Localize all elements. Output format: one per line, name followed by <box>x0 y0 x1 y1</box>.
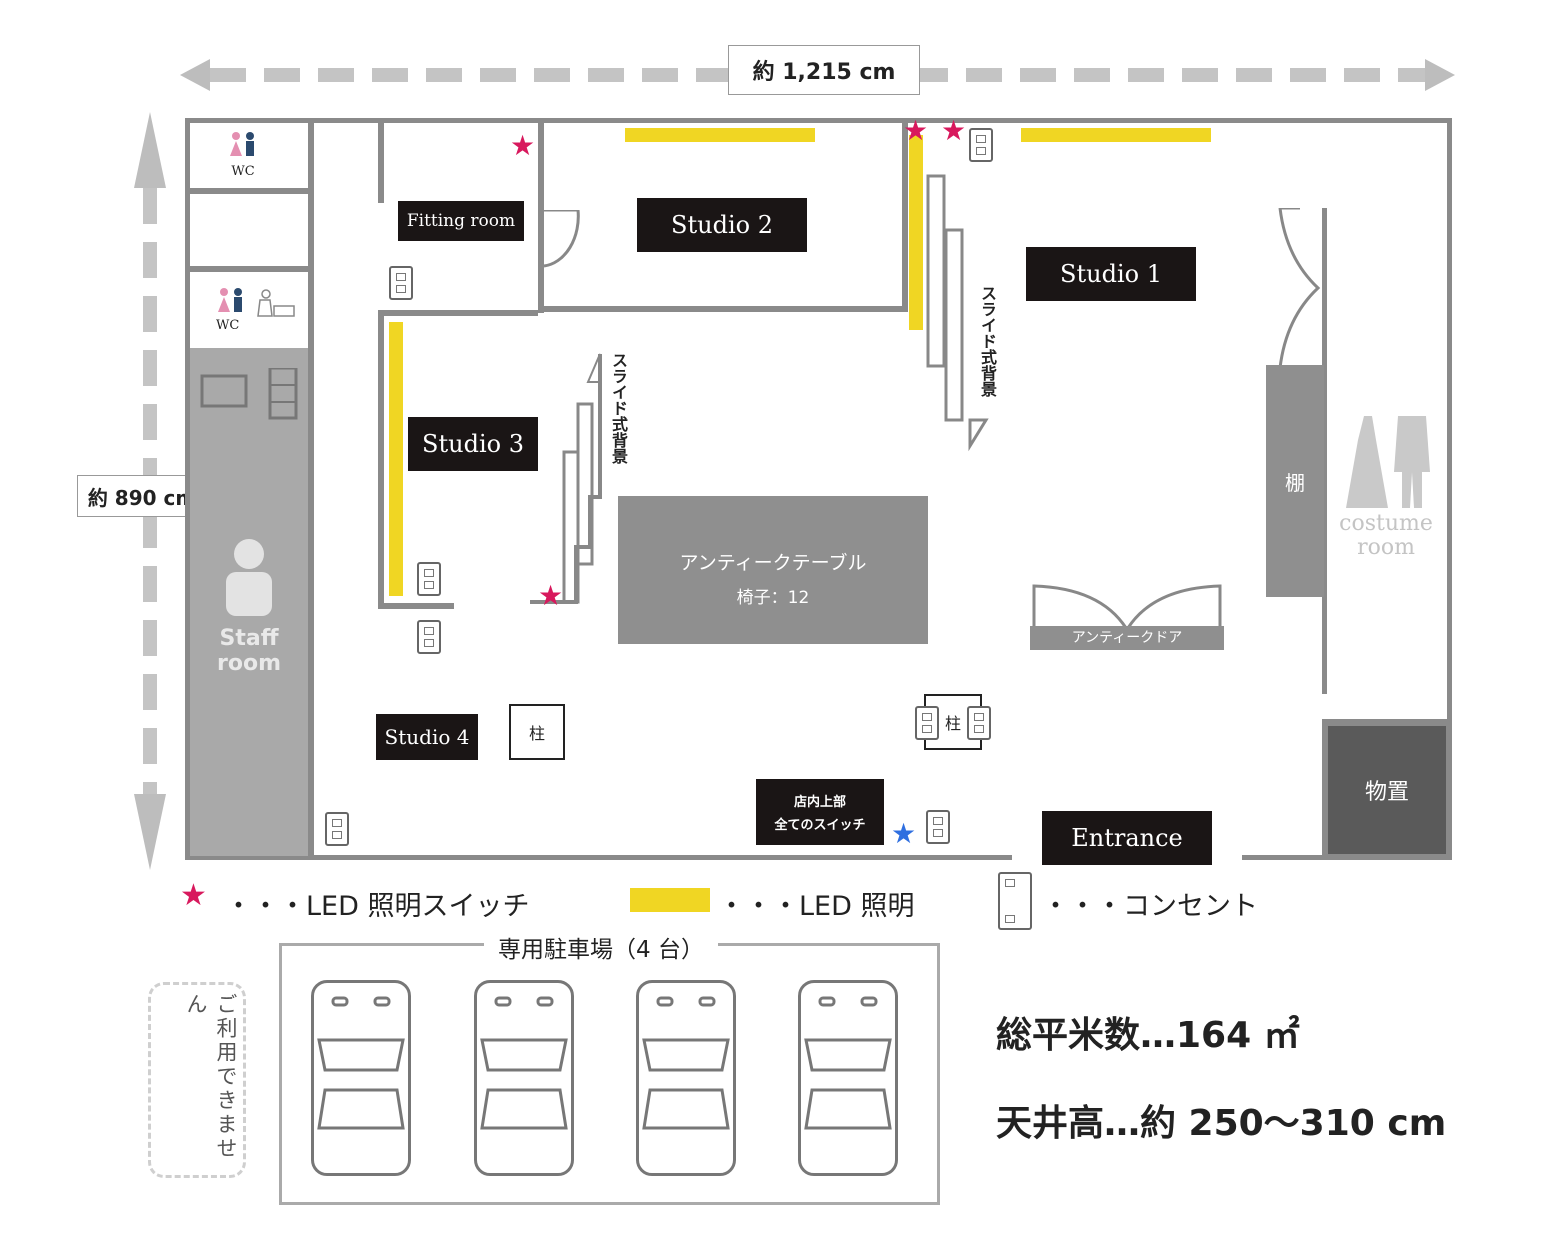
slide-backdrop-2-label: スライド式背景 <box>978 285 997 397</box>
unavailable-parking: ご利用できません <box>148 982 246 1178</box>
outlet-icon <box>967 706 991 740</box>
switch-panel-line1: 店内上部 <box>793 795 846 810</box>
restroom-icon <box>230 132 254 156</box>
left-corridor-wall <box>308 123 314 856</box>
antique-table-label: アンティークテーブル <box>679 552 867 574</box>
wc-divider-2 <box>190 266 308 272</box>
shelf: 棚 <box>1266 365 1324 597</box>
costume-icon <box>1346 416 1430 508</box>
storage-label: 物置 <box>1364 780 1409 805</box>
width-label: 約 1,215 cm <box>728 45 920 95</box>
unavailable-label: ご利用できません <box>184 993 238 1161</box>
outlet-icon <box>969 128 993 162</box>
restroom-baby-icon <box>218 288 295 317</box>
door-swing-icon <box>543 210 580 268</box>
curtain-door-icon <box>1278 208 1321 369</box>
led-switch-star-icon: ★ <box>510 129 536 162</box>
wc-1: WC <box>218 130 268 180</box>
studio3-wall-bottom <box>378 603 454 609</box>
led-light-studio1 <box>1021 128 1211 142</box>
studio4-label: Studio 4 <box>376 714 478 760</box>
slide-backdrop-1 <box>530 353 602 604</box>
outlet-icon <box>325 812 349 846</box>
led-switch-star-icon: ★ <box>538 579 564 612</box>
slide-backdrop-2 <box>926 174 989 452</box>
outlet-icon <box>389 266 413 300</box>
led-light-studio3 <box>389 322 403 596</box>
car-icon <box>636 980 736 1176</box>
ceiling-height: 天井高…約 250〜310 cm <box>996 1103 1447 1144</box>
studio3-wall-top <box>378 310 538 316</box>
studio1-label: Studio 1 <box>1026 247 1196 301</box>
led-light-studio2-side <box>909 135 923 330</box>
wc-divider-1 <box>190 188 308 194</box>
sink-icon <box>200 368 298 420</box>
outlet-icon <box>915 706 939 740</box>
storage-room: 物置 <box>1328 726 1446 854</box>
led-switch-star-icon: ★ <box>941 114 967 147</box>
led-light-studio2 <box>625 128 815 142</box>
entrance-label: Entrance <box>1042 811 1212 865</box>
staff-room: Staff room <box>190 348 308 856</box>
fitting-room-label: Fitting room <box>398 201 524 241</box>
studio3-wall-left <box>378 310 384 608</box>
slide-backdrop-1-label: スライド式背景 <box>609 352 628 464</box>
floor-plan-outline <box>185 118 1452 860</box>
outlet-icon <box>926 810 950 844</box>
switch-panel-line2: 全てのスイッチ <box>774 818 866 833</box>
master-switch-star-icon: ★ <box>891 817 917 850</box>
legend-switch-text: ・・・LED 照明スイッチ <box>225 891 530 922</box>
car-details <box>317 996 892 1130</box>
wc-2: WC <box>210 286 300 336</box>
studio2-wall-right <box>902 123 908 312</box>
studio2-label: Studio 2 <box>637 198 807 252</box>
pillar-2-label: 柱 <box>944 714 961 733</box>
switch-panel: 店内上部 全てのスイッチ <box>756 779 884 845</box>
studio3-label: Studio 3 <box>408 417 538 471</box>
costume-room-label: costume room <box>1339 511 1433 560</box>
fitting-wall-left <box>378 123 384 203</box>
fitting-wall-right <box>538 123 544 313</box>
legend-star-icon: ★ <box>180 878 207 913</box>
shelf-label: 棚 <box>1285 470 1305 495</box>
parking-title: 専用駐車場（4 台） <box>484 930 718 964</box>
antique-door-icon <box>1032 584 1222 629</box>
legend-outlet-icon <box>998 872 1032 930</box>
car-icon <box>474 980 574 1176</box>
antique-table: アンティークテーブル 椅子：12 <box>618 496 928 644</box>
pillar-1: 柱 <box>509 704 565 760</box>
car-icon <box>311 980 411 1176</box>
person-icon <box>226 539 272 616</box>
led-switch-star-icon: ★ <box>903 114 929 147</box>
car-icon <box>798 980 898 1176</box>
staff-room-label: Staff room <box>216 626 281 676</box>
pillar-1-label: 柱 <box>528 724 545 743</box>
wc-2-label: WC <box>216 318 240 333</box>
studio2-wall-bottom <box>538 306 908 312</box>
total-area: 総平米数…164 ㎡ <box>996 1015 1300 1056</box>
outlet-icon <box>417 562 441 596</box>
costume-wall <box>1322 208 1327 694</box>
legend-led-swatch <box>630 888 710 912</box>
antique-door-label: アンティークドア <box>1030 626 1224 650</box>
legend-led-text: ・・・LED 照明 <box>718 891 915 922</box>
outlet-icon <box>417 620 441 654</box>
legend-outlet-text: ・・・コンセント <box>1042 891 1258 922</box>
chairs-label: 椅子：12 <box>736 588 810 608</box>
wc-1-label: WC <box>231 164 255 179</box>
